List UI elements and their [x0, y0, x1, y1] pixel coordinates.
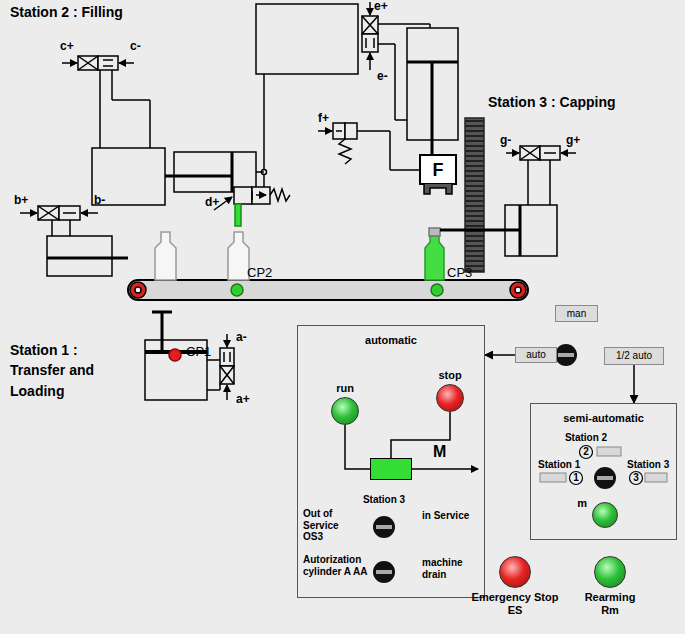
- part-label: g-: [500, 134, 511, 148]
- part-label: Out of Service OS3: [303, 508, 351, 543]
- part-label: CP1: [186, 345, 211, 360]
- part-label: 1: [573, 472, 579, 484]
- part-label: e-: [377, 70, 388, 84]
- part-label: F: [433, 160, 444, 181]
- node-label: 1/2 auto: [605, 348, 663, 364]
- part-label: CP3: [447, 266, 472, 281]
- part-label: c-: [130, 40, 141, 54]
- part-label: g+: [566, 134, 580, 148]
- part-label: Station 3: [627, 459, 669, 471]
- part-label: d+: [205, 196, 219, 210]
- node-label: Rearming Rm: [579, 591, 641, 617]
- node-label: m: [577, 497, 587, 509]
- node-label: auto: [516, 348, 556, 362]
- node-label: run: [336, 382, 354, 394]
- connector: [485, 354, 515, 356]
- node-label: stop: [438, 369, 461, 381]
- part-label: b+: [14, 194, 28, 208]
- run-button: run: [331, 397, 359, 425]
- part-label: a+: [236, 393, 250, 407]
- node-label: M: [433, 443, 446, 461]
- mode-button: 1/2 auto: [604, 347, 664, 365]
- part-label: a-: [236, 331, 247, 345]
- part-label: f+: [318, 112, 329, 126]
- part-label: b-: [94, 194, 105, 208]
- part-label: 2: [583, 446, 589, 458]
- part-label: e+: [374, 0, 388, 14]
- semi-automatic-panel: semi-automatic m: [530, 403, 677, 540]
- node-label: man: [556, 306, 597, 321]
- mode-button: man: [555, 305, 598, 322]
- stop-button: stop: [436, 384, 464, 412]
- part-label: Autorization cylinder A AA: [303, 554, 375, 577]
- connector: [345, 425, 370, 469]
- part-label: CP2: [247, 266, 272, 281]
- motor-box: M: [370, 458, 412, 480]
- emergency-stop-button: Emergency Stop ES: [499, 556, 531, 588]
- node-label: automatic: [298, 334, 484, 346]
- part-label: Station 2: [565, 432, 607, 444]
- connector: [633, 365, 635, 403]
- station-title: Station 3 : Capping: [488, 94, 616, 110]
- part-label: Station 1: [538, 459, 580, 471]
- part-label: 3: [633, 472, 639, 484]
- rearm-button: Rearming Rm: [594, 556, 626, 588]
- node-label: semi-automatic: [531, 412, 676, 424]
- part-label: in Service: [422, 510, 470, 522]
- part-label: c+: [60, 40, 74, 54]
- station-title: Station 1 : Transfer and Loading: [10, 340, 120, 401]
- part-label: machine drain: [422, 557, 474, 580]
- mode-button: auto: [515, 347, 557, 363]
- cycle-button: m: [592, 502, 618, 528]
- node-label: Emergency Stop ES: [469, 591, 561, 617]
- part-label: Station 3: [363, 494, 405, 506]
- station-title: Station 2 : Filling: [10, 4, 123, 20]
